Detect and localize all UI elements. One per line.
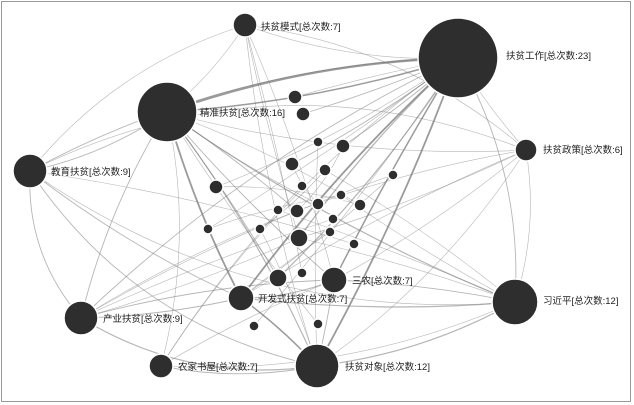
label-sanjiao: 三农[总次数:7] (352, 275, 413, 287)
node-small-7 (296, 180, 308, 192)
node-small-13 (272, 204, 284, 216)
edge-small-20-jiaoyu-fupin (29, 170, 355, 245)
edge-jiaoyu-fupin-fupin-zhengce (29, 105, 527, 172)
edge-small-8-small-14 (215, 186, 361, 206)
node-chanye-fupin (63, 300, 99, 336)
edge-small-19-fupin-zhengce (298, 149, 527, 239)
node-small-2 (295, 106, 311, 122)
node-small-10 (311, 197, 325, 211)
edge-nongjia-shuwu-sanjiao (160, 279, 335, 367)
edge-fupin-duixiang-xijinping (316, 301, 516, 367)
label-fupin-zhengce: 扶贫政策[总次数:6] (543, 144, 623, 156)
node-small-17 (324, 226, 336, 238)
edge-nongjia-shuwu-xijinping (160, 301, 516, 368)
node-kaifa-fupin (227, 284, 255, 312)
node-jingzhun-fupin (136, 81, 198, 143)
edge-small-16-small-6 (259, 169, 326, 230)
node-layer (12, 12, 539, 389)
node-small-20 (348, 238, 360, 250)
edge-small-13-xijinping (277, 209, 516, 303)
edge-small-19-xijinping (298, 237, 516, 303)
edge-jingzhun-fupin-fupin-gongzuo (166, 56, 459, 114)
node-small-18 (202, 223, 214, 235)
edge-chanye-fupin-kaifa-fupin (80, 297, 242, 319)
node-small-4 (312, 136, 324, 148)
edge-small-18-fupin-gongzuo (207, 57, 459, 230)
label-jingzhun-fupin: 精准扶贫[总次数:16] (200, 107, 285, 119)
node-small-9 (387, 169, 399, 181)
edge-jingzhun-fupin-chanye-fupin (80, 111, 168, 319)
label-nongjia-shuwu: 农家书屋[总次数:7] (178, 361, 258, 373)
node-small-15 (327, 213, 339, 225)
node-small-19 (289, 228, 309, 248)
edge-small-24-jingzhun-fupin (166, 111, 319, 325)
edge-jiaoyu-fupin-kaifa-fupin (29, 170, 242, 299)
node-small-11 (335, 189, 347, 201)
edge-jiaoyu-fupin-fupin-duixiang (29, 170, 318, 367)
edge-chanye-fupin-small-19 (80, 237, 300, 319)
edge-chanye-fupin-sanjiao (80, 279, 335, 319)
label-layer: 扶贫模式[总次数:7] 扶贫工作[总次数:23] 精准扶贫[总次数:16] 扶贫… (51, 21, 623, 373)
edge-small-9-chanye-fupin (80, 174, 394, 319)
edge-fupin-duixiang-fupin-zhengce (316, 149, 527, 367)
label-fupin-gongzuo: 扶贫工作[总次数:23] (506, 50, 591, 62)
edge-small-23-fupin-gongzuo (253, 57, 459, 327)
edge-fupin-gongzuo-jiaoyu-fupin (29, 57, 459, 172)
edge-jingzhun-fupin-fupin-gongzuo (166, 57, 459, 113)
edge-small-9-kaifa-fupin (240, 174, 394, 299)
node-fupin-duixiang (294, 343, 340, 389)
node-fupin-zhengce (514, 138, 538, 162)
label-chanye-fupin: 产业扶贫[总次数:9] (103, 313, 183, 325)
edge-small-6-xijinping (324, 169, 516, 303)
node-small-1 (287, 89, 303, 105)
label-jiaoyu-fupin: 教育扶贫[总次数:9] (51, 166, 131, 178)
node-small-5 (284, 156, 300, 172)
node-nongjia-shuwu (148, 353, 174, 379)
edge-jingzhun-fupin-sanjiao (166, 111, 335, 281)
node-jiaoyu-fupin (12, 153, 48, 189)
edge-jingzhun-fupin-nongjia-shuwu (160, 111, 180, 367)
node-small-14 (353, 198, 367, 212)
node-small-24 (312, 318, 324, 330)
edge-fupin-gongzuo-fupin-duixiang (316, 57, 459, 367)
edge-small-4-fupin-duixiang (314, 141, 319, 367)
edge-fupin-moshi-jiaoyu-fupin (29, 24, 246, 172)
edge-sanjiao-fupin-zhengce (333, 149, 527, 281)
node-xijinping (491, 278, 539, 326)
node-small-22 (296, 267, 308, 279)
edge-chanye-fupin-fupin-duixiang (80, 317, 318, 371)
edge-fupin-moshi-sanjiao (244, 24, 335, 281)
edge-fupin-moshi-fupin-duixiang (244, 24, 318, 367)
edge-jiaoyu-fupin-chanye-fupin (29, 170, 82, 319)
edge-xijinping-kaifa-fupin (240, 297, 516, 308)
node-fupin-moshi (232, 12, 258, 38)
label-fupin-duixiang: 扶贫对象[总次数:12] (345, 361, 430, 373)
edge-jiaoyu-fupin-xijinping (29, 170, 516, 306)
node-small-3 (335, 138, 351, 154)
node-small-21 (268, 268, 288, 288)
node-small-23 (248, 320, 260, 332)
node-fupin-gongzuo (417, 17, 499, 99)
edge-fupin-moshi-fupin-zhengce (244, 24, 527, 151)
node-small-16 (254, 223, 266, 235)
label-kaifa-fupin: 开发式扶贫[总次数:7] (258, 293, 347, 305)
node-sanjiao (320, 266, 348, 294)
node-small-12 (289, 203, 305, 219)
label-fupin-moshi: 扶贫模式[总次数:7] (261, 21, 341, 33)
node-small-8 (208, 179, 224, 195)
node-small-6 (318, 163, 332, 177)
label-xijinping: 习近平[总次数:12] (543, 295, 619, 307)
